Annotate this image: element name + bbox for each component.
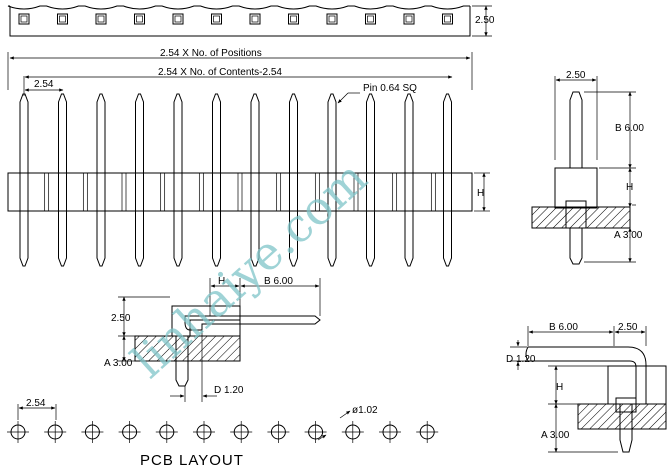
strip-pin-inner	[59, 15, 66, 23]
ra-a-label: A 3.00	[104, 358, 133, 369]
front-view-housing: H	[7, 172, 490, 212]
rra-b-label: B 6.00	[549, 322, 578, 333]
front-pin	[58, 93, 67, 267]
ra-250-label: 2.50	[111, 313, 131, 324]
front-pin	[173, 93, 183, 267]
pcb-layout-title: PCB LAYOUT	[140, 452, 244, 466]
side-width-label: 2.50	[566, 70, 586, 81]
ra-b-label: B 6.00	[264, 276, 293, 287]
front-pin	[96, 93, 106, 267]
strip-pin-square	[403, 13, 415, 25]
strip-pin-squares	[18, 13, 453, 25]
strip-pin-square	[211, 13, 222, 25]
side-a-label: A 3.00	[614, 230, 643, 241]
pitch-label: 2.54	[34, 79, 54, 90]
strip-pin-square	[249, 13, 261, 25]
strip-pin-square	[18, 13, 30, 25]
housing-h-label: H	[477, 188, 484, 199]
rra-a-label: A 3.00	[541, 430, 570, 441]
strip-pin-square	[57, 13, 68, 25]
side-b-label: B 6.00	[615, 123, 644, 134]
rra-h-label: H	[556, 382, 563, 393]
front-dimensions: 2.54 X No. of Positions 2.54 X No. of Co…	[7, 48, 473, 104]
front-pin	[212, 93, 221, 267]
front-pin	[404, 93, 414, 267]
strip-pin-square	[134, 13, 145, 25]
contents-label: 2.54 X No. of Contents-2.54	[158, 67, 282, 78]
strip-pin-square	[442, 13, 453, 25]
ra-d-label: D 1.20	[214, 385, 244, 396]
watermark: linhaiye.com	[121, 150, 377, 388]
strip-pin-square	[172, 13, 184, 25]
ra-h-label: H	[218, 276, 225, 287]
reverse-right-angle-view: B 6.00 2.50 D 1.20 H A 3.00	[506, 322, 667, 453]
strip-pin-square	[95, 13, 107, 25]
pin-label: Pin 0.64 SQ	[363, 83, 417, 94]
front-pin	[135, 93, 144, 267]
strip-top-edge	[7, 5, 470, 10]
positions-label: 2.54 X No. of Positions	[160, 48, 262, 59]
strip-pin-inner	[444, 15, 451, 23]
right-angle-view: H B 6.00 2.50 A 3.00 D 1.20	[104, 276, 321, 402]
pcb-holes	[7, 421, 439, 443]
strip-pin-square	[365, 13, 376, 25]
strip-pin-inner	[290, 15, 297, 23]
front-view-pins	[19, 93, 452, 267]
strip-pin-inner	[213, 15, 220, 23]
rra-d-label: D 1.20	[506, 354, 536, 365]
strip-pin-inner	[328, 15, 336, 23]
strip-height-label: 2.50	[475, 15, 495, 26]
front-pin	[443, 93, 452, 267]
strip-pin-inner	[174, 15, 182, 23]
strip-pin-inner	[367, 15, 374, 23]
pcb-layout: 2.54 ø1.02 PCB LAYOUT	[7, 398, 439, 466]
strip-pin-inner	[20, 15, 28, 23]
top-view-strip: 2.50	[7, 5, 495, 37]
side-view: 2.50 B 6.00 H A 3.00	[531, 70, 644, 265]
strip-pin-inner	[136, 15, 143, 23]
strip-pin-inner	[97, 15, 105, 23]
front-pin	[250, 93, 260, 267]
pcb-hole-label: ø1.02	[352, 405, 378, 416]
pcb-pitch-label: 2.54	[26, 398, 46, 409]
strip-pin-inner	[405, 15, 413, 23]
front-pin	[366, 93, 375, 267]
front-pin	[19, 93, 29, 267]
front-pin	[289, 93, 298, 267]
strip-pin-inner	[251, 15, 259, 23]
front-pin	[327, 93, 337, 267]
side-h-label: H	[626, 182, 633, 193]
strip-pin-square	[326, 13, 338, 25]
strip-pin-square	[288, 13, 299, 25]
rra-250-label: 2.50	[618, 322, 638, 333]
